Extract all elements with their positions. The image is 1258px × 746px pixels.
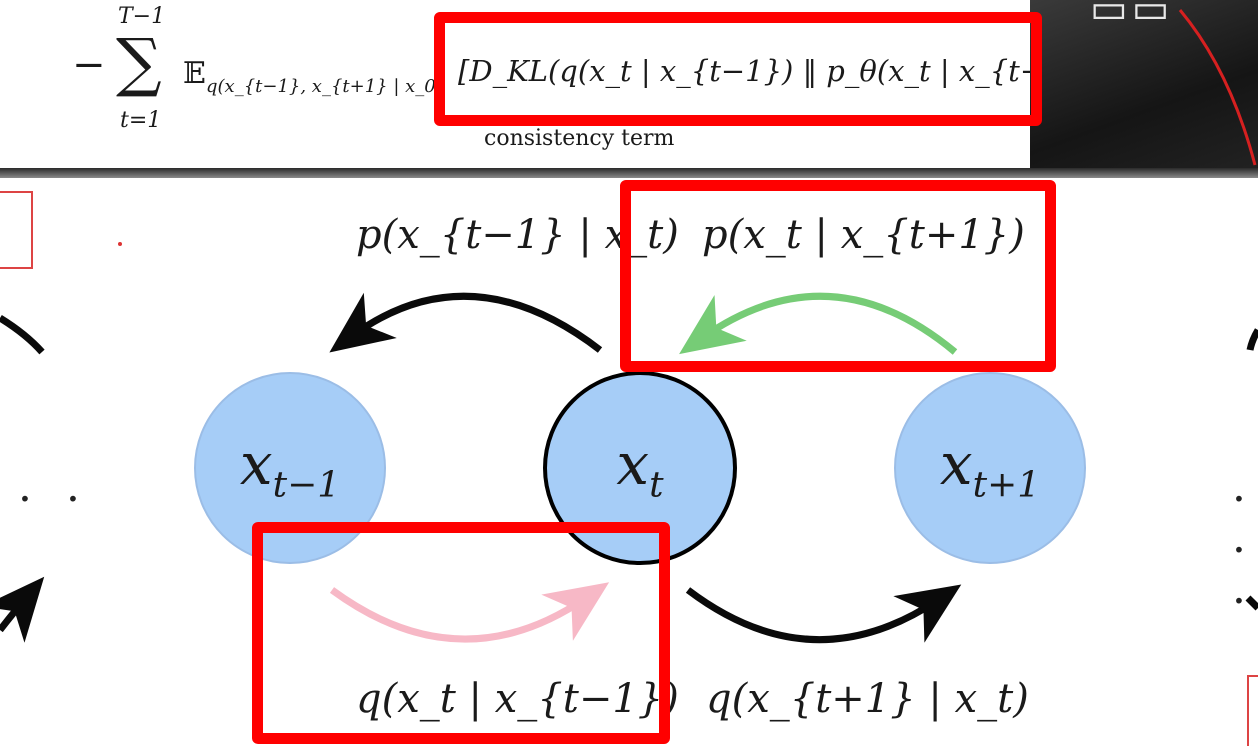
sum-lower-limit: t=1 — [120, 108, 162, 133]
minus-sign: − — [72, 42, 106, 88]
ellipsis-right: · · · — [1232, 474, 1256, 627]
highlight-q-fwd-left — [252, 522, 670, 744]
arrow-p-back-right — [679, 292, 958, 355]
kl-divergence-term: [D_KL(q(x_t | x_{t−1}) ‖ p_θ(x_t | x_{t+… — [458, 54, 1115, 88]
sum-upper-limit: T−1 — [118, 4, 166, 29]
node-x-t-plus-1 — [894, 372, 1086, 564]
underbrace-label: consistency term — [484, 126, 675, 151]
cropped-box-left — [0, 191, 33, 269]
highlight-kl-term — [434, 12, 1042, 126]
cropped-box-right — [1247, 675, 1258, 746]
ellipsis-left: · · · — [0, 474, 90, 525]
thumbnail-glyph-icon: ▭▭ — [1090, 0, 1174, 32]
sigma-symbol: ∑ — [116, 26, 162, 100]
node-label-x-t-minus-1: xt−1 — [239, 430, 341, 506]
red-dot — [118, 242, 122, 246]
node-label-x-t: xt — [616, 430, 664, 506]
arrow-cropped-left-top — [0, 315, 45, 355]
label-q-fwd-left: q(x_t | x_{t−1}) — [356, 676, 679, 722]
arrow-q-fwd-right — [685, 584, 962, 644]
arrow-p-back-left — [329, 292, 603, 353]
arrow-cropped-right-bottom — [1245, 595, 1258, 611]
node-label-x-t-plus-1: xt+1 — [939, 430, 1041, 506]
video-thumbnail: ▭▭ — [1030, 0, 1258, 172]
node-x-t — [543, 371, 737, 565]
arrow-cropped-left-bottom — [0, 576, 45, 643]
arrow-cropped-right-top — [1246, 328, 1258, 351]
thumbnail-curve — [1178, 9, 1257, 166]
frame-divider — [0, 168, 1258, 178]
arrow-q-fwd-left — [329, 582, 610, 643]
highlight-p-back-right — [620, 180, 1056, 372]
expectation-symbol: 𝔼 — [183, 56, 206, 91]
node-x-t-minus-1 — [194, 372, 386, 564]
expectation-subscript: q(x_{t−1}, x_{t+1} | x_0 — [206, 76, 436, 97]
label-p-back-right: p(x_t | x_{t+1}) — [702, 212, 1025, 258]
label-q-fwd-right: q(x_{t+1} | x_t) — [706, 676, 1029, 722]
